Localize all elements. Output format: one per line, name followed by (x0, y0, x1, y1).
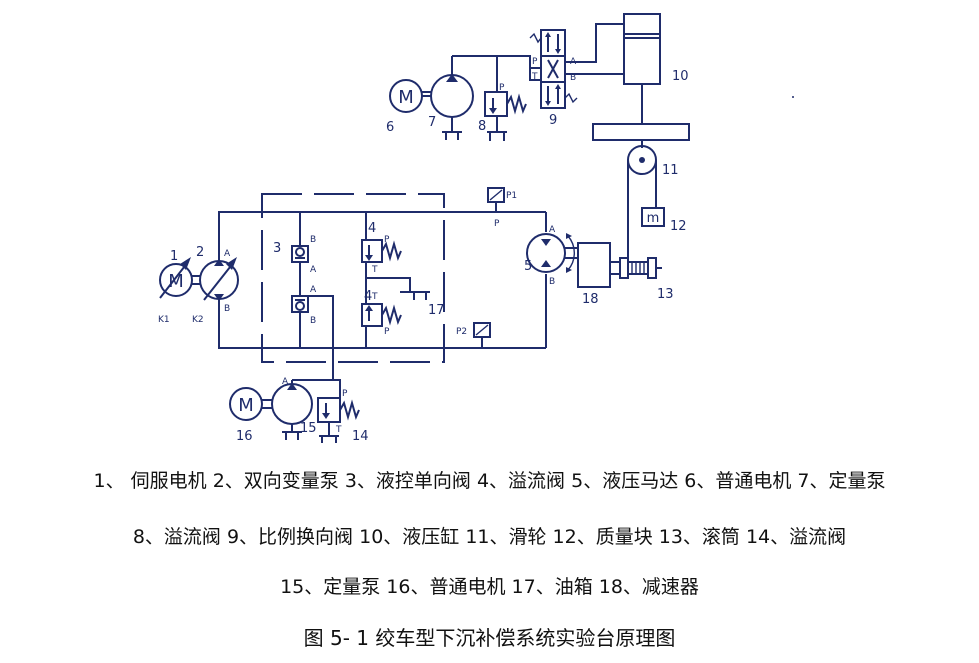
oil-tank-17 (366, 277, 430, 300)
relief-valve-14: P T (317, 389, 360, 443)
electric-motor-6: M (389, 79, 432, 113)
pressure-line-7-9 (452, 55, 541, 69)
valve-9-port-t: T (531, 72, 538, 82)
charge-to-relief-line (292, 379, 341, 398)
label-4b: 4 (364, 289, 372, 304)
check-upper-port-a: A (310, 265, 317, 275)
main-line-b (218, 299, 546, 349)
mass-12-symbol: m (647, 211, 660, 226)
fixed-pump-15: A (271, 377, 313, 440)
relief-valve-4-upper: P T (361, 235, 402, 275)
label-k1: K1 (158, 315, 170, 325)
label-1: 1 (170, 249, 178, 264)
fixed-pump-7 (430, 56, 474, 140)
pulley-11 (627, 145, 657, 262)
caption-line-2: 8、溢流阀 9、比例换向阀 10、液压缸 11、滑轮 12、质量块 13、滚筒 … (132, 526, 847, 548)
pressure-sensor-p2: P2 (456, 322, 491, 348)
label-7: 7 (428, 115, 436, 130)
servo-motor-1: M (159, 257, 200, 299)
label-8: 8 (478, 119, 486, 134)
relief-4a-port-t: T (371, 265, 378, 275)
motor-1-symbol: M (168, 271, 184, 292)
relief-14-port-t: T (335, 425, 342, 435)
label-15: 15 (300, 421, 317, 436)
label-16: 16 (236, 429, 253, 444)
label-14: 14 (352, 429, 369, 444)
crosshead-beam (592, 123, 690, 141)
label-11: 11 (662, 163, 679, 178)
pressure-sensor-p1: P1 P (487, 187, 517, 229)
relief-4b-port-t: T (371, 292, 378, 302)
pump-2-port-a: A (224, 249, 231, 259)
label-p1: P1 (506, 191, 517, 201)
charge-line (300, 295, 334, 380)
label-3: 3 (273, 241, 281, 256)
proportional-directional-valve-9: P T A B (529, 29, 578, 109)
pilot-check-valve-3-upper: B A (291, 235, 317, 275)
motor-5-port-a: A (549, 225, 556, 235)
label-13: 13 (657, 287, 674, 302)
motor-16-symbol: M (238, 395, 254, 416)
relief-valve-4-lower: T P (361, 292, 402, 337)
winch-drum-13 (619, 257, 662, 279)
motor-5-port-b: B (549, 277, 555, 287)
valve-9-port-b: B (570, 73, 576, 83)
label-p-sensor: P (494, 219, 500, 229)
label-2: 2 (196, 245, 204, 260)
check-upper-port-b: B (310, 235, 316, 245)
label-9: 9 (549, 113, 557, 128)
caption-line-1: 1、 伺服电机 2、双向变量泵 3、液控单向阀 4、溢流阀 5、液压马达 6、普… (93, 470, 886, 492)
pump-15-port-a: A (282, 377, 289, 387)
label-6: 6 (386, 120, 394, 135)
label-4a: 4 (368, 221, 376, 236)
caption-line-3: 15、定量泵 16、普通电机 17、油箱 18、减速器 (280, 576, 699, 598)
valve-block-boundary (261, 193, 445, 363)
reducer-18 (577, 242, 611, 288)
electric-motor-16: M (229, 387, 272, 421)
pump-2-port-b: B (224, 304, 230, 314)
valve-9-port-p: P (532, 57, 538, 67)
label-17: 17 (428, 303, 445, 318)
relief-8-port-p: P (499, 83, 505, 93)
mass-block-12: m (641, 207, 665, 227)
label-10: 10 (672, 69, 689, 84)
relief-14-port-p: P (342, 389, 348, 399)
relief-4a-port-p: P (384, 235, 390, 245)
label-5: 5 (524, 259, 532, 274)
check-lower-port-b: B (310, 316, 316, 326)
check-lower-port-a: A (310, 285, 317, 295)
relief-valve-8: P (484, 83, 527, 141)
main-line-a (218, 211, 546, 261)
pilot-check-valve-3-lower: A B (291, 285, 317, 326)
figure-title: 图 5- 1 绞车型下沉补偿系统实验台原理图 (303, 626, 676, 650)
label-18: 18 (582, 292, 599, 307)
hydraulic-schematic: M 6 7 P 8 (158, 13, 794, 444)
label-12: 12 (670, 219, 687, 234)
line-9a-cylinder (565, 23, 624, 63)
relief-4b-port-p: P (384, 327, 390, 337)
motor-6-symbol: M (398, 87, 414, 108)
hydraulic-motor-5: A B (526, 225, 575, 287)
hydraulic-cylinder-10 (623, 13, 661, 124)
label-p2: P2 (456, 327, 467, 337)
label-k2: K2 (192, 315, 204, 325)
